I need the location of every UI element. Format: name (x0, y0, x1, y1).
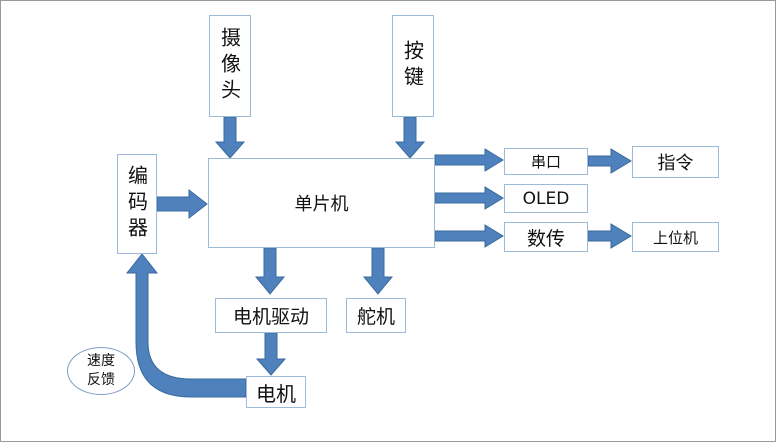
arrow-data-transfer-to-host (587, 223, 632, 249)
mcu-box: 单片机 (208, 158, 435, 248)
arrow-motor-to-encoder-feedback (125, 253, 247, 398)
arrow-mcu-to-servo (362, 247, 394, 295)
servo-label: 舵机 (356, 306, 395, 328)
motor-driver-box: 电机驱动 (215, 298, 327, 333)
motor-label: 电机 (256, 381, 296, 406)
servo-box: 舵机 (346, 298, 406, 333)
arrow-button-to-mcu (394, 116, 426, 159)
speed-feedback-line-2: 反馈 (87, 372, 115, 388)
serial-box: 串口 (504, 148, 588, 175)
encoder-box: 编码器 (117, 154, 157, 254)
arrow-mcu-to-oled (434, 186, 504, 210)
arrow-camera-to-mcu (214, 116, 246, 159)
arrow-mcu-to-motor-driver (254, 247, 286, 295)
data-transfer-label: 数传 (526, 227, 565, 250)
camera-label: 摄像头 (217, 27, 242, 105)
serial-label: 串口 (530, 153, 561, 171)
speed-feedback-ellipse: 速度 反馈 (67, 347, 135, 395)
host-pc-label: 上位机 (652, 228, 698, 247)
camera-box: 摄像头 (209, 15, 251, 117)
mcu-label: 单片机 (294, 194, 349, 215)
command-box: 指令 (632, 146, 719, 178)
motor-box: 电机 (246, 376, 306, 408)
arrow-serial-to-command (587, 148, 632, 174)
oled-label: OLED (522, 188, 570, 209)
arrow-driver-to-motor (255, 332, 287, 376)
button-label: 按键 (400, 40, 425, 92)
command-label: 指令 (657, 153, 694, 174)
host-pc-box: 上位机 (632, 222, 719, 252)
data-transfer-box: 数传 (504, 222, 588, 252)
encoder-label: 编码器 (124, 165, 149, 243)
arrow-mcu-to-data-transfer (434, 224, 504, 248)
arrow-mcu-to-serial (434, 148, 504, 172)
motor-driver-label: 电机驱动 (232, 306, 309, 328)
button-box: 按键 (392, 15, 434, 117)
oled-box: OLED (504, 184, 588, 213)
arrow-encoder-to-mcu (156, 188, 208, 220)
speed-feedback-line-1: 速度 (87, 353, 115, 369)
